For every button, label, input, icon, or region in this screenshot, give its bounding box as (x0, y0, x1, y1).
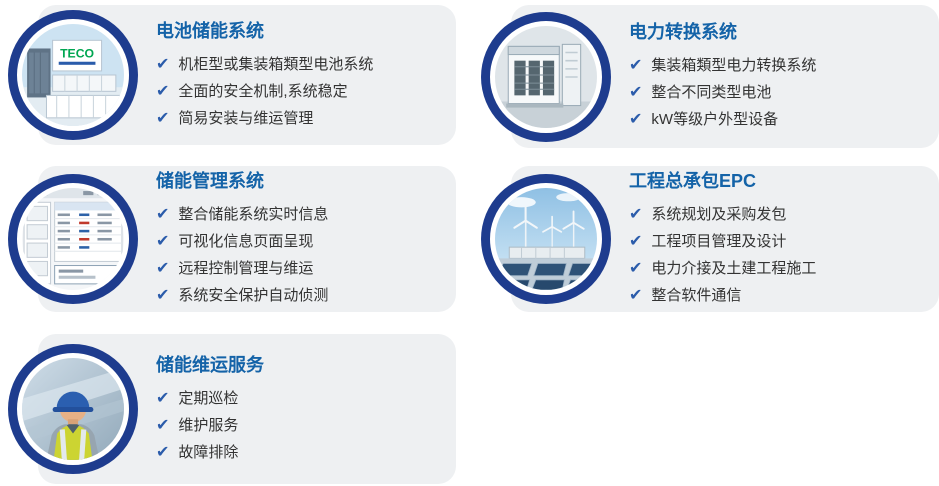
card-power-conversion-system: 电力转换系统 ✔ 集装箱類型电力转换系统 ✔ 整合不同类型电池 ✔ kW等级户外… (481, 5, 939, 148)
card-content: 储能管理系统 ✔ 整合储能系统实时信息 ✔ 可视化信息页面呈现 ✔ 远程控制管理… (156, 166, 446, 312)
photo-frame: TECO (17, 19, 129, 131)
feature-item: ✔ kW等级户外型设备 (629, 106, 929, 133)
feature-text: 定期巡检 (178, 389, 239, 407)
feature-text: 可视化信息页面呈现 (178, 233, 314, 250)
check-icon: ✔ (629, 111, 643, 128)
feature-text: 系统规划及采购发包 (651, 206, 787, 223)
feature-text: 远程控制管理与维运 (178, 260, 314, 277)
feature-item: ✔ 整合不同类型电池 (629, 79, 929, 106)
check-icon: ✔ (629, 287, 643, 304)
card-title: 储能管理系统 (156, 171, 264, 191)
card-content: 电池储能系统 ✔ 机柜型或集装箱類型电池系统 ✔ 全面的安全机制,系统稳定 ✔ … (156, 5, 446, 145)
card-content: 电力转换系统 ✔ 集装箱類型电力转换系统 ✔ 整合不同类型电池 ✔ kW等级户外… (629, 5, 929, 148)
feature-text: 系统安全保护自动侦测 (178, 287, 329, 304)
card-epc: 工程总承包EPC ✔ 系统规划及采购发包 ✔ 工程项目管理及设计 ✔ 电力介接及… (481, 166, 939, 312)
feature-text: 工程项目管理及设计 (651, 233, 787, 250)
feature-item: ✔ 机柜型或集装箱類型电池系统 (156, 51, 446, 78)
feature-text: 故障排除 (178, 443, 239, 461)
photo-frame (490, 20, 602, 133)
feature-list: ✔ 整合储能系统实时信息 ✔ 可视化信息页面呈现 ✔ 远程控制管理与维运 ✔ 系… (156, 201, 446, 309)
photo-ring (481, 174, 611, 304)
wind-solar-plant-photo (495, 188, 597, 290)
check-icon: ✔ (156, 82, 170, 100)
feature-list: ✔ 系统规划及采购发包 ✔ 工程项目管理及设计 ✔ 电力介接及土建工程施工 ✔ … (629, 201, 929, 309)
check-icon: ✔ (156, 206, 170, 223)
check-icon: ✔ (629, 260, 643, 277)
check-icon: ✔ (156, 443, 170, 461)
feature-item: ✔ 全面的安全机制,系统稳定 (156, 78, 446, 105)
feature-item: ✔ 远程控制管理与维运 (156, 255, 446, 282)
feature-list: ✔ 定期巡检 ✔ 维护服务 ✔ 故障排除 (156, 385, 446, 466)
management-software-screenshot (22, 188, 124, 290)
feature-item: ✔ 故障排除 (156, 439, 446, 466)
card-content: 储能维运服务 ✔ 定期巡检 ✔ 维护服务 ✔ 故障排除 (156, 334, 446, 484)
check-icon: ✔ (629, 84, 643, 101)
check-icon: ✔ (629, 57, 643, 74)
power-conversion-cabinet-photo (495, 25, 597, 128)
feature-item: ✔ 简易安装与维运管理 (156, 105, 446, 132)
card-battery-storage-system: TECO 电池储能系统 (8, 5, 456, 145)
feature-item: ✔ 集装箱類型电力转换系统 (629, 52, 929, 79)
photo-frame (490, 183, 602, 295)
card-maintenance-service: 储能维运服务 ✔ 定期巡检 ✔ 维护服务 ✔ 故障排除 (8, 334, 456, 484)
photo-ring (481, 11, 611, 142)
feature-item: ✔ 整合储能系统实时信息 (156, 201, 446, 228)
feature-text: 整合软件通信 (651, 287, 742, 304)
photo-frame (17, 183, 129, 295)
feature-list: ✔ 集装箱類型电力转换系统 ✔ 整合不同类型电池 ✔ kW等级户外型设备 (629, 52, 929, 133)
card-storage-management-system: 储能管理系统 ✔ 整合储能系统实时信息 ✔ 可视化信息页面呈现 ✔ 远程控制管理… (8, 166, 456, 312)
feature-text: 整合储能系统实时信息 (178, 206, 329, 223)
teco-logo-text: TECO (60, 47, 94, 61)
photo-ring (8, 174, 138, 304)
feature-item: ✔ 定期巡检 (156, 385, 446, 412)
card-content: 工程总承包EPC ✔ 系统规划及采购发包 ✔ 工程项目管理及设计 ✔ 电力介接及… (629, 166, 929, 312)
card-title: 储能维运服务 (156, 354, 264, 375)
card-title: 电力转换系统 (629, 22, 737, 42)
feature-text: 机柜型或集装箱類型电池系统 (178, 55, 374, 73)
card-title: 工程总承包EPC (629, 171, 757, 191)
feature-item: ✔ 工程项目管理及设计 (629, 228, 929, 255)
service-engineer-photo (22, 358, 124, 460)
photo-ring (8, 344, 138, 474)
feature-text: 简易安装与维运管理 (178, 109, 314, 127)
check-icon: ✔ (156, 416, 170, 434)
check-icon: ✔ (156, 109, 170, 127)
check-icon: ✔ (156, 287, 170, 304)
check-icon: ✔ (629, 233, 643, 250)
feature-item: ✔ 可视化信息页面呈现 (156, 228, 446, 255)
feature-text: 集装箱類型电力转换系统 (651, 57, 817, 74)
feature-text: 全面的安全机制,系统稳定 (178, 82, 348, 100)
check-icon: ✔ (156, 55, 170, 73)
feature-text: 整合不同类型电池 (651, 84, 772, 101)
feature-item: ✔ 维护服务 (156, 412, 446, 439)
card-title: 电池储能系统 (156, 20, 264, 41)
feature-item: ✔ 系统安全保护自动侦测 (156, 282, 446, 309)
feature-list: ✔ 机柜型或集装箱類型电池系统 ✔ 全面的安全机制,系统稳定 ✔ 简易安装与维运… (156, 51, 446, 132)
check-icon: ✔ (156, 260, 170, 277)
feature-text: 维护服务 (178, 416, 239, 434)
photo-ring: TECO (8, 10, 138, 140)
battery-storage-containers-photo: TECO (22, 24, 124, 126)
feature-item: ✔ 整合软件通信 (629, 282, 929, 309)
feature-text: 电力介接及土建工程施工 (651, 260, 817, 277)
photo-frame (17, 353, 129, 465)
feature-item: ✔ 电力介接及土建工程施工 (629, 255, 929, 282)
check-icon: ✔ (156, 233, 170, 250)
feature-text: kW等级户外型设备 (651, 111, 779, 128)
check-icon: ✔ (156, 389, 170, 407)
check-icon: ✔ (629, 206, 643, 223)
feature-item: ✔ 系统规划及采购发包 (629, 201, 929, 228)
